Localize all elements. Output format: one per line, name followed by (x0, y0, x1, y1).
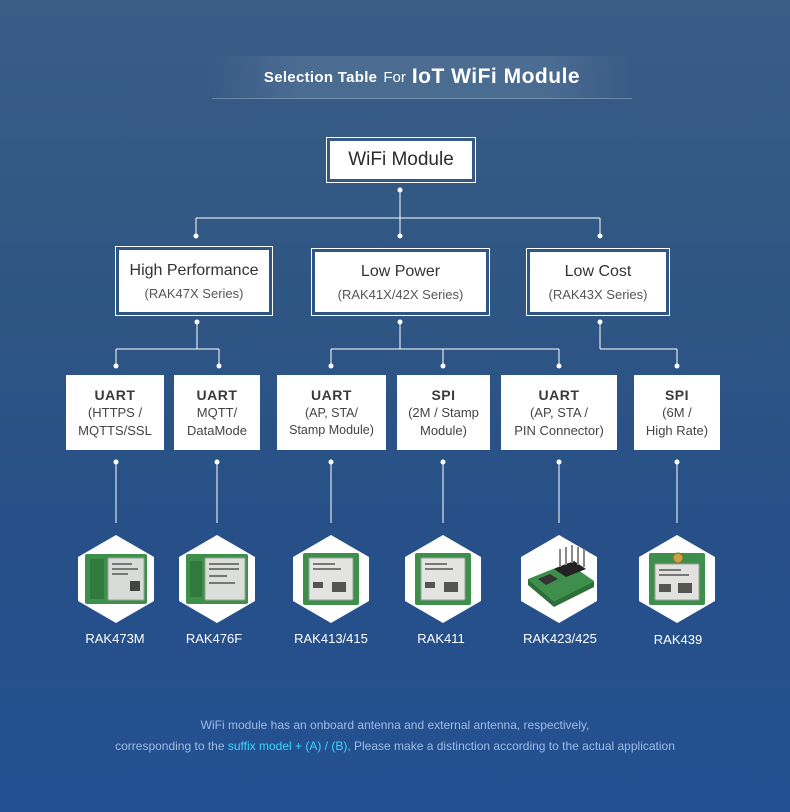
rak411-module-icon (415, 553, 471, 605)
footnote-line-2: corresponding to the suffix model + (A) … (0, 739, 790, 753)
interface-detail: MQTT/ DataMode (187, 405, 247, 438)
rak413-module-icon (303, 553, 359, 605)
product-model-label: RAK413/415 (294, 631, 368, 646)
title-part-for: For (383, 68, 406, 86)
footnote-line-1: WiFi module has an onboard antenna and e… (200, 718, 590, 732)
interface-detail: (6M / High Rate) (645, 405, 709, 438)
product-model-label: RAK439 (653, 632, 703, 647)
product-model-label: RAK476F (185, 631, 243, 646)
category-low-cost: Low Cost (RAK43X Series) (526, 248, 670, 316)
interface-name: UART (94, 386, 136, 403)
interface-spi-6m: SPI (6M / High Rate) (634, 375, 720, 450)
interface-name: SPI (664, 386, 690, 403)
category-name: High Performance (129, 261, 259, 279)
category-name: Low Power (360, 262, 441, 280)
title-part-iot-wifi-module: IoT WiFi Module (411, 65, 581, 88)
title-part-selection-table: Selection Table (263, 68, 378, 86)
interface-detail: (AP, STA / PIN Connector) (514, 405, 604, 438)
product-model-label: RAK423/425 (523, 631, 597, 646)
footnote-text: corresponding to the (115, 739, 225, 753)
category-name: Low Cost (564, 262, 632, 280)
interface-detail: (HTTPS / MQTTS/SSL (78, 405, 152, 438)
footnote-text: Please make a distinction according to t… (354, 739, 675, 753)
interface-detail: (2M / Stamp Module) (408, 405, 479, 438)
root-node: WiFi Module (326, 137, 476, 183)
rak476f-module-icon (186, 554, 248, 604)
interface-name: UART (196, 386, 238, 403)
interface-name: SPI (431, 386, 456, 403)
interface-name: UART (311, 387, 352, 404)
interface-detail: (AP, STA/ Stamp Module) (289, 406, 374, 437)
footnote-highlight: suffix model + (A) / (B), (227, 739, 351, 753)
category-series: (RAK47X Series) (144, 285, 244, 301)
interface-uart-stamp: UART (AP, STA/ Stamp Module) (277, 375, 386, 450)
interface-name: UART (538, 386, 580, 403)
interface-uart-pin: UART (AP, STA / PIN Connector) (501, 375, 617, 450)
interface-spi-2m: SPI (2M / Stamp Module) (397, 375, 490, 450)
category-high-performance: High Performance (RAK47X Series) (115, 246, 273, 316)
category-low-power: Low Power (RAK41X/42X Series) (311, 248, 490, 316)
product-model-label: RAK473M (85, 631, 145, 646)
rak439-module-icon (649, 552, 705, 605)
root-label: WiFi Module (348, 149, 454, 171)
category-series: (RAK43X Series) (548, 286, 648, 302)
interface-uart-mqtt: UART MQTT/ DataMode (174, 375, 260, 450)
category-series: (RAK41X/42X Series) (337, 286, 464, 302)
rak473m-module-icon (85, 554, 147, 604)
rak423-board-icon (528, 545, 594, 607)
interface-uart-https: UART (HTTPS / MQTTS/SSL (66, 375, 164, 450)
page-title: Selection Table For IoT WiFi Module (212, 56, 632, 99)
product-model-label: RAK411 (417, 631, 465, 646)
